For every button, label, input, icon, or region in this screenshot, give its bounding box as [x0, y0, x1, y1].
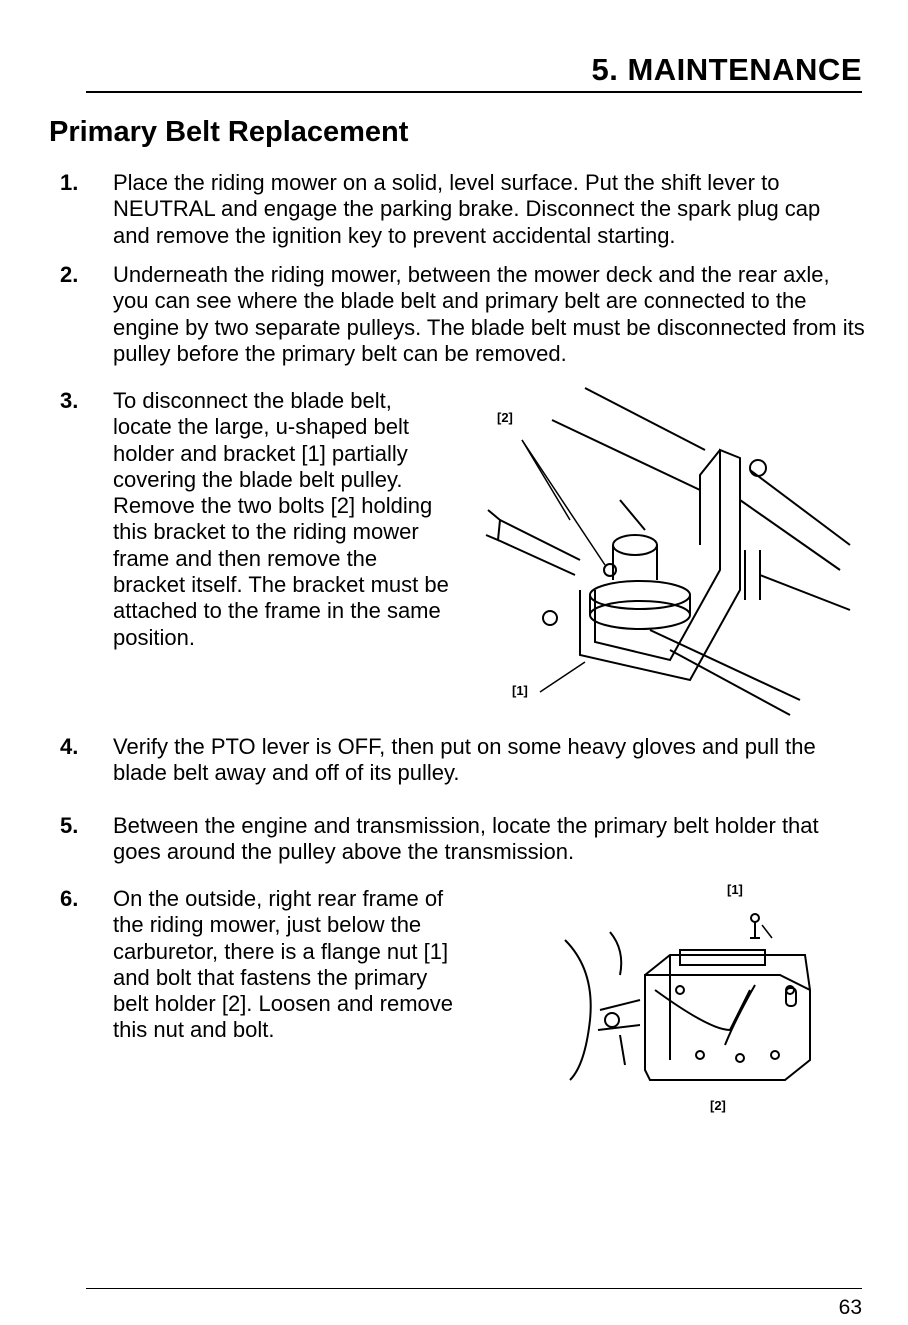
- header-rule: [86, 91, 862, 93]
- step-text: On the outside, right rear frame of the …: [113, 886, 454, 1043]
- figure-callout-1: [1]: [512, 683, 528, 698]
- figure-callout-2: [2]: [497, 410, 513, 425]
- step-text: Verify the PTO lever is OFF, then put on…: [113, 734, 816, 786]
- footer-rule: [86, 1288, 862, 1289]
- page-heading: Primary Belt Replacement: [49, 116, 409, 148]
- figure-callout-1: [1]: [727, 882, 743, 897]
- section-title: 5. MAINTENANCE: [591, 52, 862, 87]
- step-number: 1.: [60, 170, 79, 195]
- step-number: 2.: [60, 262, 79, 287]
- bracket-illustration: [485, 387, 851, 716]
- page-number: 63: [838, 1296, 862, 1319]
- step-text: To disconnect the blade belt, locate the…: [113, 388, 449, 650]
- step-number: 5.: [60, 813, 79, 838]
- belt-holder-illustration: [564, 913, 811, 1081]
- step-number: 4.: [60, 734, 79, 759]
- belt-holder-figure: [1] [2]: [540, 880, 830, 1120]
- step-text: Underneath the riding mower, between the…: [113, 262, 865, 366]
- step-text: Between the engine and transmission, loc…: [113, 813, 819, 865]
- figure-callout-2: [2]: [710, 1098, 726, 1113]
- step-number: 6.: [60, 886, 79, 911]
- step-text: Place the riding mower on a solid, level…: [113, 170, 821, 248]
- step-number: 3.: [60, 388, 79, 413]
- bracket-figure: [2] [1]: [470, 380, 851, 720]
